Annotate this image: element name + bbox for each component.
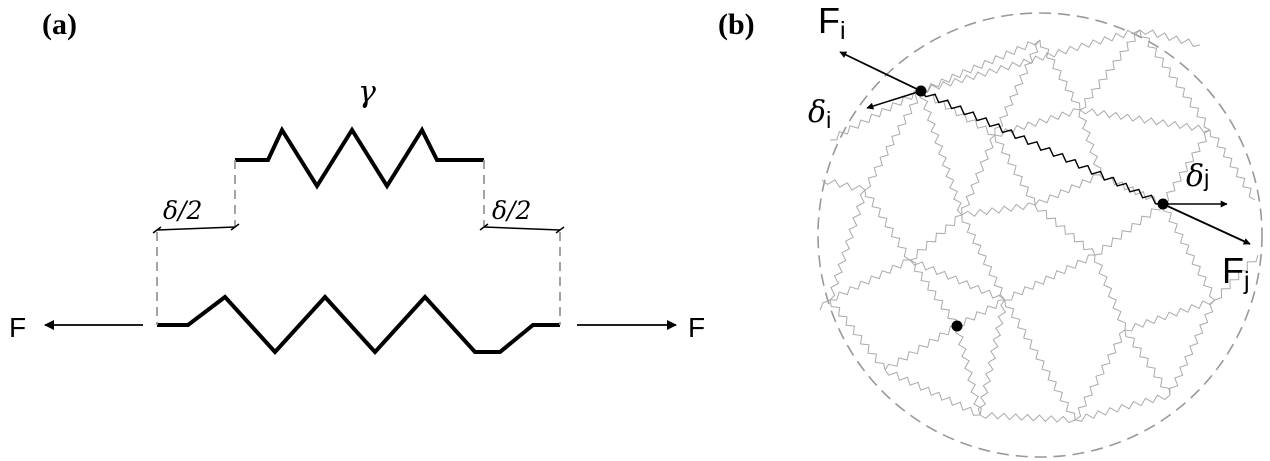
force-j-arrow bbox=[1162, 203, 1251, 245]
mesh-bond bbox=[956, 299, 1006, 327]
mesh-bond bbox=[884, 325, 958, 371]
delta-dimension-right bbox=[479, 223, 565, 234]
bond-i-j bbox=[920, 90, 1164, 205]
delta-half-right-label: δ/2 bbox=[492, 196, 531, 225]
bond-network bbox=[819, 29, 1259, 424]
force-j-label: Fj bbox=[1222, 250, 1250, 295]
mesh-bond bbox=[977, 299, 1007, 416]
mesh-bond bbox=[1079, 29, 1141, 111]
panel-a: (a) γ δ/2 δ/2 F F bbox=[9, 8, 705, 355]
mesh-bond bbox=[1074, 329, 1126, 421]
mesh-bond bbox=[821, 179, 866, 191]
panel-b: (b) Fi δi δj Fj bbox=[718, 0, 1263, 458]
mesh-bond bbox=[994, 134, 1036, 206]
mesh-bond bbox=[1214, 254, 1259, 301]
mesh-bond bbox=[979, 411, 1076, 424]
mesh-bond bbox=[961, 215, 1006, 301]
node-i bbox=[915, 85, 927, 97]
mesh-bond bbox=[864, 189, 911, 261]
mesh-bond bbox=[1162, 203, 1216, 301]
mesh-bond bbox=[919, 90, 963, 216]
dashed-connectors bbox=[156, 160, 561, 325]
mesh-bond bbox=[961, 202, 1036, 217]
mesh-bond bbox=[1004, 299, 1076, 421]
node-j bbox=[1157, 198, 1169, 210]
mesh-bond bbox=[1078, 109, 1102, 176]
mesh-bond bbox=[1124, 329, 1171, 396]
mesh-bond bbox=[830, 259, 910, 301]
mesh-bond bbox=[1094, 203, 1164, 256]
mesh-bond bbox=[1099, 174, 1164, 205]
mesh-bond bbox=[819, 299, 831, 311]
mesh-bond bbox=[909, 259, 1006, 301]
force-left-label: F bbox=[9, 312, 26, 343]
mesh-bond bbox=[1209, 129, 1256, 201]
mesh-bond bbox=[1034, 204, 1096, 256]
delta-j-label: δj bbox=[1186, 159, 1209, 194]
mesh-bond bbox=[1162, 129, 1211, 205]
gamma-label: γ bbox=[358, 75, 376, 110]
mesh-bond bbox=[920, 90, 996, 136]
node-k bbox=[951, 320, 963, 332]
delta-dimension-left bbox=[152, 223, 240, 234]
mesh-bond bbox=[829, 299, 886, 371]
delta-i-arrow bbox=[866, 90, 922, 110]
force-i-arrow bbox=[839, 51, 922, 92]
mesh-bond bbox=[909, 259, 958, 327]
panel-b-label: (b) bbox=[718, 8, 755, 41]
mesh-bond bbox=[1139, 29, 1201, 47]
mesh-bond bbox=[829, 90, 922, 141]
mesh-bond bbox=[961, 134, 996, 216]
mesh-bond bbox=[1139, 29, 1211, 131]
bottom-spring bbox=[157, 294, 560, 355]
mesh-bond bbox=[1039, 39, 1081, 111]
domain-boundary-circle bbox=[817, 12, 1263, 458]
gamma-spring bbox=[235, 125, 484, 190]
delta-half-left-label: δ/2 bbox=[163, 196, 202, 225]
force-i-label: Fi bbox=[818, 0, 846, 45]
force-right-label: F bbox=[688, 312, 705, 343]
mesh-bond bbox=[864, 90, 922, 191]
mesh-bond bbox=[1034, 174, 1101, 206]
mesh-bond bbox=[920, 29, 1141, 93]
delta-i-label: δi bbox=[808, 95, 831, 133]
mesh-bond bbox=[994, 108, 1081, 137]
mesh-bond bbox=[1169, 299, 1216, 396]
mesh-bond bbox=[1093, 254, 1127, 331]
mesh-bond bbox=[884, 369, 981, 416]
mesh-bond bbox=[994, 39, 1041, 136]
panel-a-label: (a) bbox=[42, 8, 77, 41]
mesh-bond bbox=[920, 39, 1041, 92]
mesh-bond bbox=[1074, 394, 1171, 422]
mesh-bond bbox=[1005, 254, 1095, 301]
mesh-bond bbox=[909, 214, 963, 261]
mesh-bond bbox=[1124, 299, 1216, 332]
mesh-bond bbox=[829, 189, 866, 301]
mesh-bond bbox=[1079, 108, 1211, 133]
mesh-bond bbox=[955, 325, 982, 416]
